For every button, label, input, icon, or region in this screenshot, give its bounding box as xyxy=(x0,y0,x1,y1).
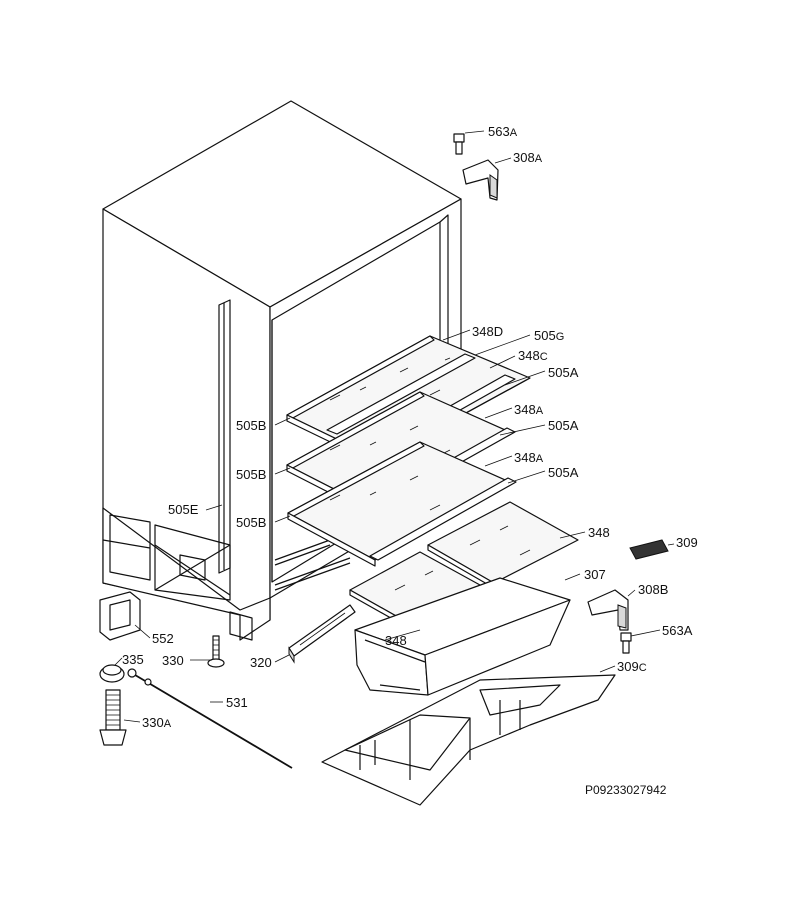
reference-code: P09233027942 xyxy=(585,783,667,797)
part-labels: 348D 505G 348C 505A 348A 505A 348A 505A … xyxy=(122,124,698,797)
label-563a-top: 563A xyxy=(488,124,518,139)
hinge-right-308b xyxy=(587,589,629,631)
label-348a-2: 348A xyxy=(514,450,544,465)
base-tray xyxy=(321,674,616,806)
label-505a-3: 505A xyxy=(548,465,579,480)
rod-531 xyxy=(127,668,293,769)
label-505b-2: 505B xyxy=(236,467,266,482)
label-505a-1: 505A xyxy=(548,365,579,380)
panel-309 xyxy=(629,539,669,560)
bracket-552 xyxy=(99,591,141,641)
label-348c: 348C xyxy=(518,348,548,363)
label-320: 320 xyxy=(250,655,272,670)
label-505e: 505E xyxy=(168,502,199,517)
label-505a-2: 505A xyxy=(548,418,579,433)
shelf-bottom xyxy=(287,441,517,567)
hinge-top-308a xyxy=(462,159,499,201)
label-348a-1: 348A xyxy=(514,402,544,417)
label-308b: 308B xyxy=(638,582,668,597)
label-308a: 308A xyxy=(513,150,543,165)
label-307: 307 xyxy=(584,567,606,582)
label-330a: 330A xyxy=(142,715,172,730)
label-563a-right: 563A xyxy=(662,623,693,638)
label-505b-1: 505B xyxy=(236,418,266,433)
cap-335 xyxy=(99,664,125,683)
label-552: 552 xyxy=(152,631,174,646)
leader-lines xyxy=(114,130,675,723)
label-330: 330 xyxy=(162,653,184,668)
label-505b-3: 505B xyxy=(236,515,266,530)
label-531: 531 xyxy=(226,695,248,710)
screw-right-563a xyxy=(620,632,632,654)
front-strip xyxy=(288,604,356,664)
label-348d: 348D xyxy=(472,324,503,339)
label-348-bottom: 348 xyxy=(385,633,407,648)
screw-top-563a xyxy=(453,133,465,155)
label-505g: 505G xyxy=(534,328,564,343)
label-309: 309 xyxy=(676,535,698,550)
foot-330 xyxy=(207,635,225,668)
foot-330a xyxy=(99,689,127,746)
label-335: 335 xyxy=(122,652,144,667)
label-309c: 309C xyxy=(617,659,647,674)
label-348-top: 348 xyxy=(588,525,610,540)
crisper-drawer xyxy=(354,577,571,696)
